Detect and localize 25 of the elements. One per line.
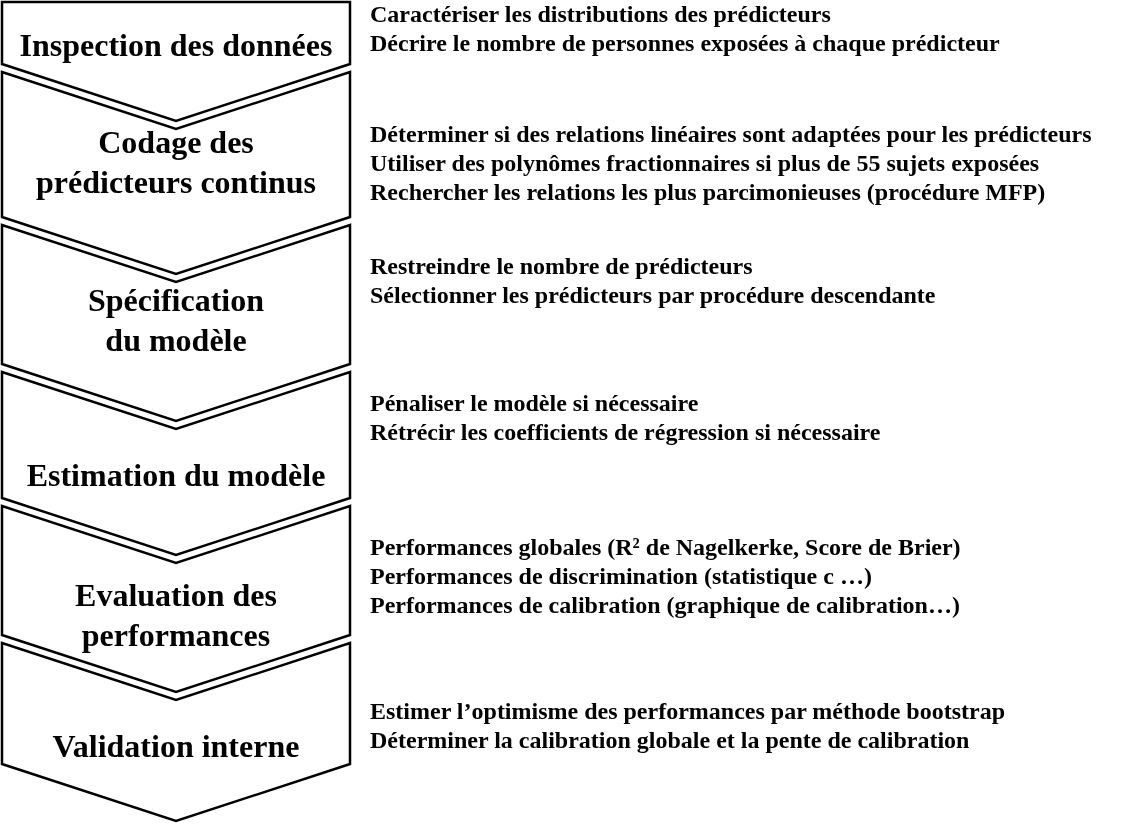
description-text: Sélectionner les prédicteurs par procédure descendante xyxy=(370,281,936,309)
description-text: Déterminer si des relations linéaires sont adaptées pour les prédicteurs xyxy=(370,120,1092,148)
chevron-step xyxy=(2,225,350,421)
step-title: Spécification du modèle xyxy=(87,281,265,360)
chevron-step xyxy=(2,72,350,274)
step-title: Codage des prédicteurs continus xyxy=(35,123,317,202)
description-text: Rechercher les relations les plus parcimonieuses (procédure MFP) xyxy=(370,178,1046,206)
step-title: Validation interne xyxy=(51,727,301,766)
description-text: Performances globales (R² de Nagelkerke, Score de Brier) xyxy=(370,533,961,561)
description-text: Décrire le nombre de personnes exposées à chaque prédicteur xyxy=(370,29,1000,57)
step-title: Inspection des données xyxy=(18,26,334,65)
chevron-step xyxy=(2,506,350,692)
description-text: Utiliser des polynômes fractionnaires si plus de 55 sujets exposées xyxy=(370,149,1040,177)
description-text: Estimer l’optimisme des performances par méthode bootstrap xyxy=(370,697,1006,725)
step-title: Evaluation des performances xyxy=(74,576,278,655)
description-text: Restreindre le nombre de prédicteurs xyxy=(370,252,753,280)
step-title: Estimation du modèle xyxy=(25,456,327,495)
description-text: Rétrécir les coefficients de régression si nécessaire xyxy=(370,418,881,446)
description-text: Performances de calibration (graphique de calibration…) xyxy=(370,591,960,619)
description-text: Déterminer la calibration globale et la pente de calibration xyxy=(370,726,970,754)
chevron-step xyxy=(2,2,350,121)
description-text: Caractériser les distributions des prédicteurs xyxy=(370,0,831,28)
description-text: Performances de discrimination (statistique c …) xyxy=(370,562,872,590)
chevron-step xyxy=(2,372,350,555)
description-text: Pénaliser le modèle si nécessaire xyxy=(370,389,699,417)
